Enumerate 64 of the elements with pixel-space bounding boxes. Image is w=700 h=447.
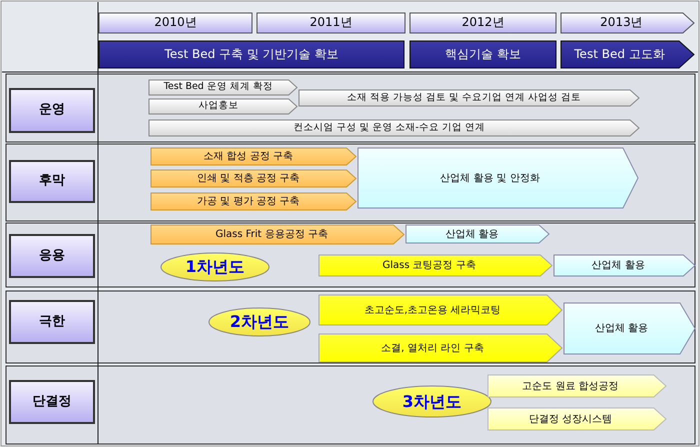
- label-box: [9, 234, 95, 278]
- label-box: [9, 300, 95, 344]
- step-label: 2011년: [310, 16, 352, 30]
- step-label: 응용: [39, 248, 65, 264]
- step-label: 산업체 활용: [594, 323, 648, 334]
- chevron-box: [298, 89, 640, 107]
- step-label: 운영: [39, 103, 65, 118]
- step-label: 컨소시엄 구성 및 운영 소재-수요 기업 연계: [293, 122, 485, 134]
- chevron-box: [553, 254, 696, 277]
- step-label: Glass Frit 응용공정 구축: [215, 229, 328, 240]
- chevron-box: [405, 224, 550, 244]
- step-label: 핵심기술 확보: [445, 48, 521, 62]
- step-label: 1차년도: [185, 258, 245, 276]
- chevron-box: [318, 294, 563, 326]
- chevron-box: [487, 374, 667, 398]
- step-label: 후막: [39, 174, 65, 189]
- step-label: 인쇄 및 적층 공정 구축: [196, 173, 300, 184]
- chevron-box: [560, 12, 695, 34]
- step-label: Test Bed 고도화: [574, 48, 665, 62]
- step-label: Test Bed 운영 체계 확정: [164, 82, 273, 93]
- step-label: 극한: [39, 314, 65, 330]
- step-label: 2차년도: [230, 313, 290, 331]
- chevron-box: [150, 169, 357, 188]
- chevron-box: [318, 333, 563, 363]
- label-box: [409, 12, 557, 34]
- chevron-box: [560, 40, 695, 69]
- step-label: Glass 코팅공정 구축: [382, 260, 476, 271]
- chevron-box: [148, 79, 298, 96]
- step-label: 2012년: [462, 16, 504, 30]
- year-ellipse: [160, 252, 270, 282]
- label-box: [409, 40, 557, 69]
- chevron-box: [150, 192, 357, 211]
- chevron-box: [150, 224, 405, 245]
- step-label: 소재 적용 가능성 검토 및 수요기업 연계 사업성 검토: [346, 92, 582, 104]
- label-box: [9, 380, 95, 424]
- step-label: 2013년: [600, 16, 643, 30]
- chevron-box: [357, 147, 639, 209]
- step-label: 산업체 활용: [592, 260, 645, 271]
- step-label: 단결정 성장시스템: [528, 414, 612, 424]
- chevron-box: [318, 254, 553, 277]
- step-label: 단결정: [32, 394, 72, 410]
- step-label: 고순도 원료 합성공정: [522, 380, 619, 392]
- label-box: [256, 12, 406, 34]
- step-label: Test Bed 구축 및 기반기술 확보: [164, 48, 338, 62]
- label-box: [98, 12, 253, 34]
- step-label: 초고순도,초고온용 세라믹코팅: [364, 304, 501, 316]
- label-box: [9, 88, 95, 133]
- chevron-box: [487, 407, 667, 431]
- chevron-box: [148, 98, 298, 115]
- step-label: 3차년도: [402, 392, 462, 410]
- step-label: 가공 및 평가 공정 구축: [196, 196, 300, 207]
- step-label: 2010년: [154, 16, 197, 30]
- chevron-box: [150, 147, 357, 166]
- year-ellipse: [372, 385, 492, 418]
- label-box: [9, 160, 95, 203]
- chevron-box: [148, 119, 640, 137]
- step-label: 소재 합성 공정 구축: [204, 151, 294, 162]
- step-label: 산업체 활용: [445, 228, 499, 240]
- label-box: [98, 40, 405, 69]
- step-label: 산업체 활용 및 안정화: [440, 172, 540, 184]
- year-ellipse: [208, 307, 311, 337]
- step-label: 소결, 열처리 라인 구축: [381, 342, 484, 354]
- chevron-box: [563, 302, 696, 355]
- step-label: 사업홍보: [198, 101, 238, 112]
